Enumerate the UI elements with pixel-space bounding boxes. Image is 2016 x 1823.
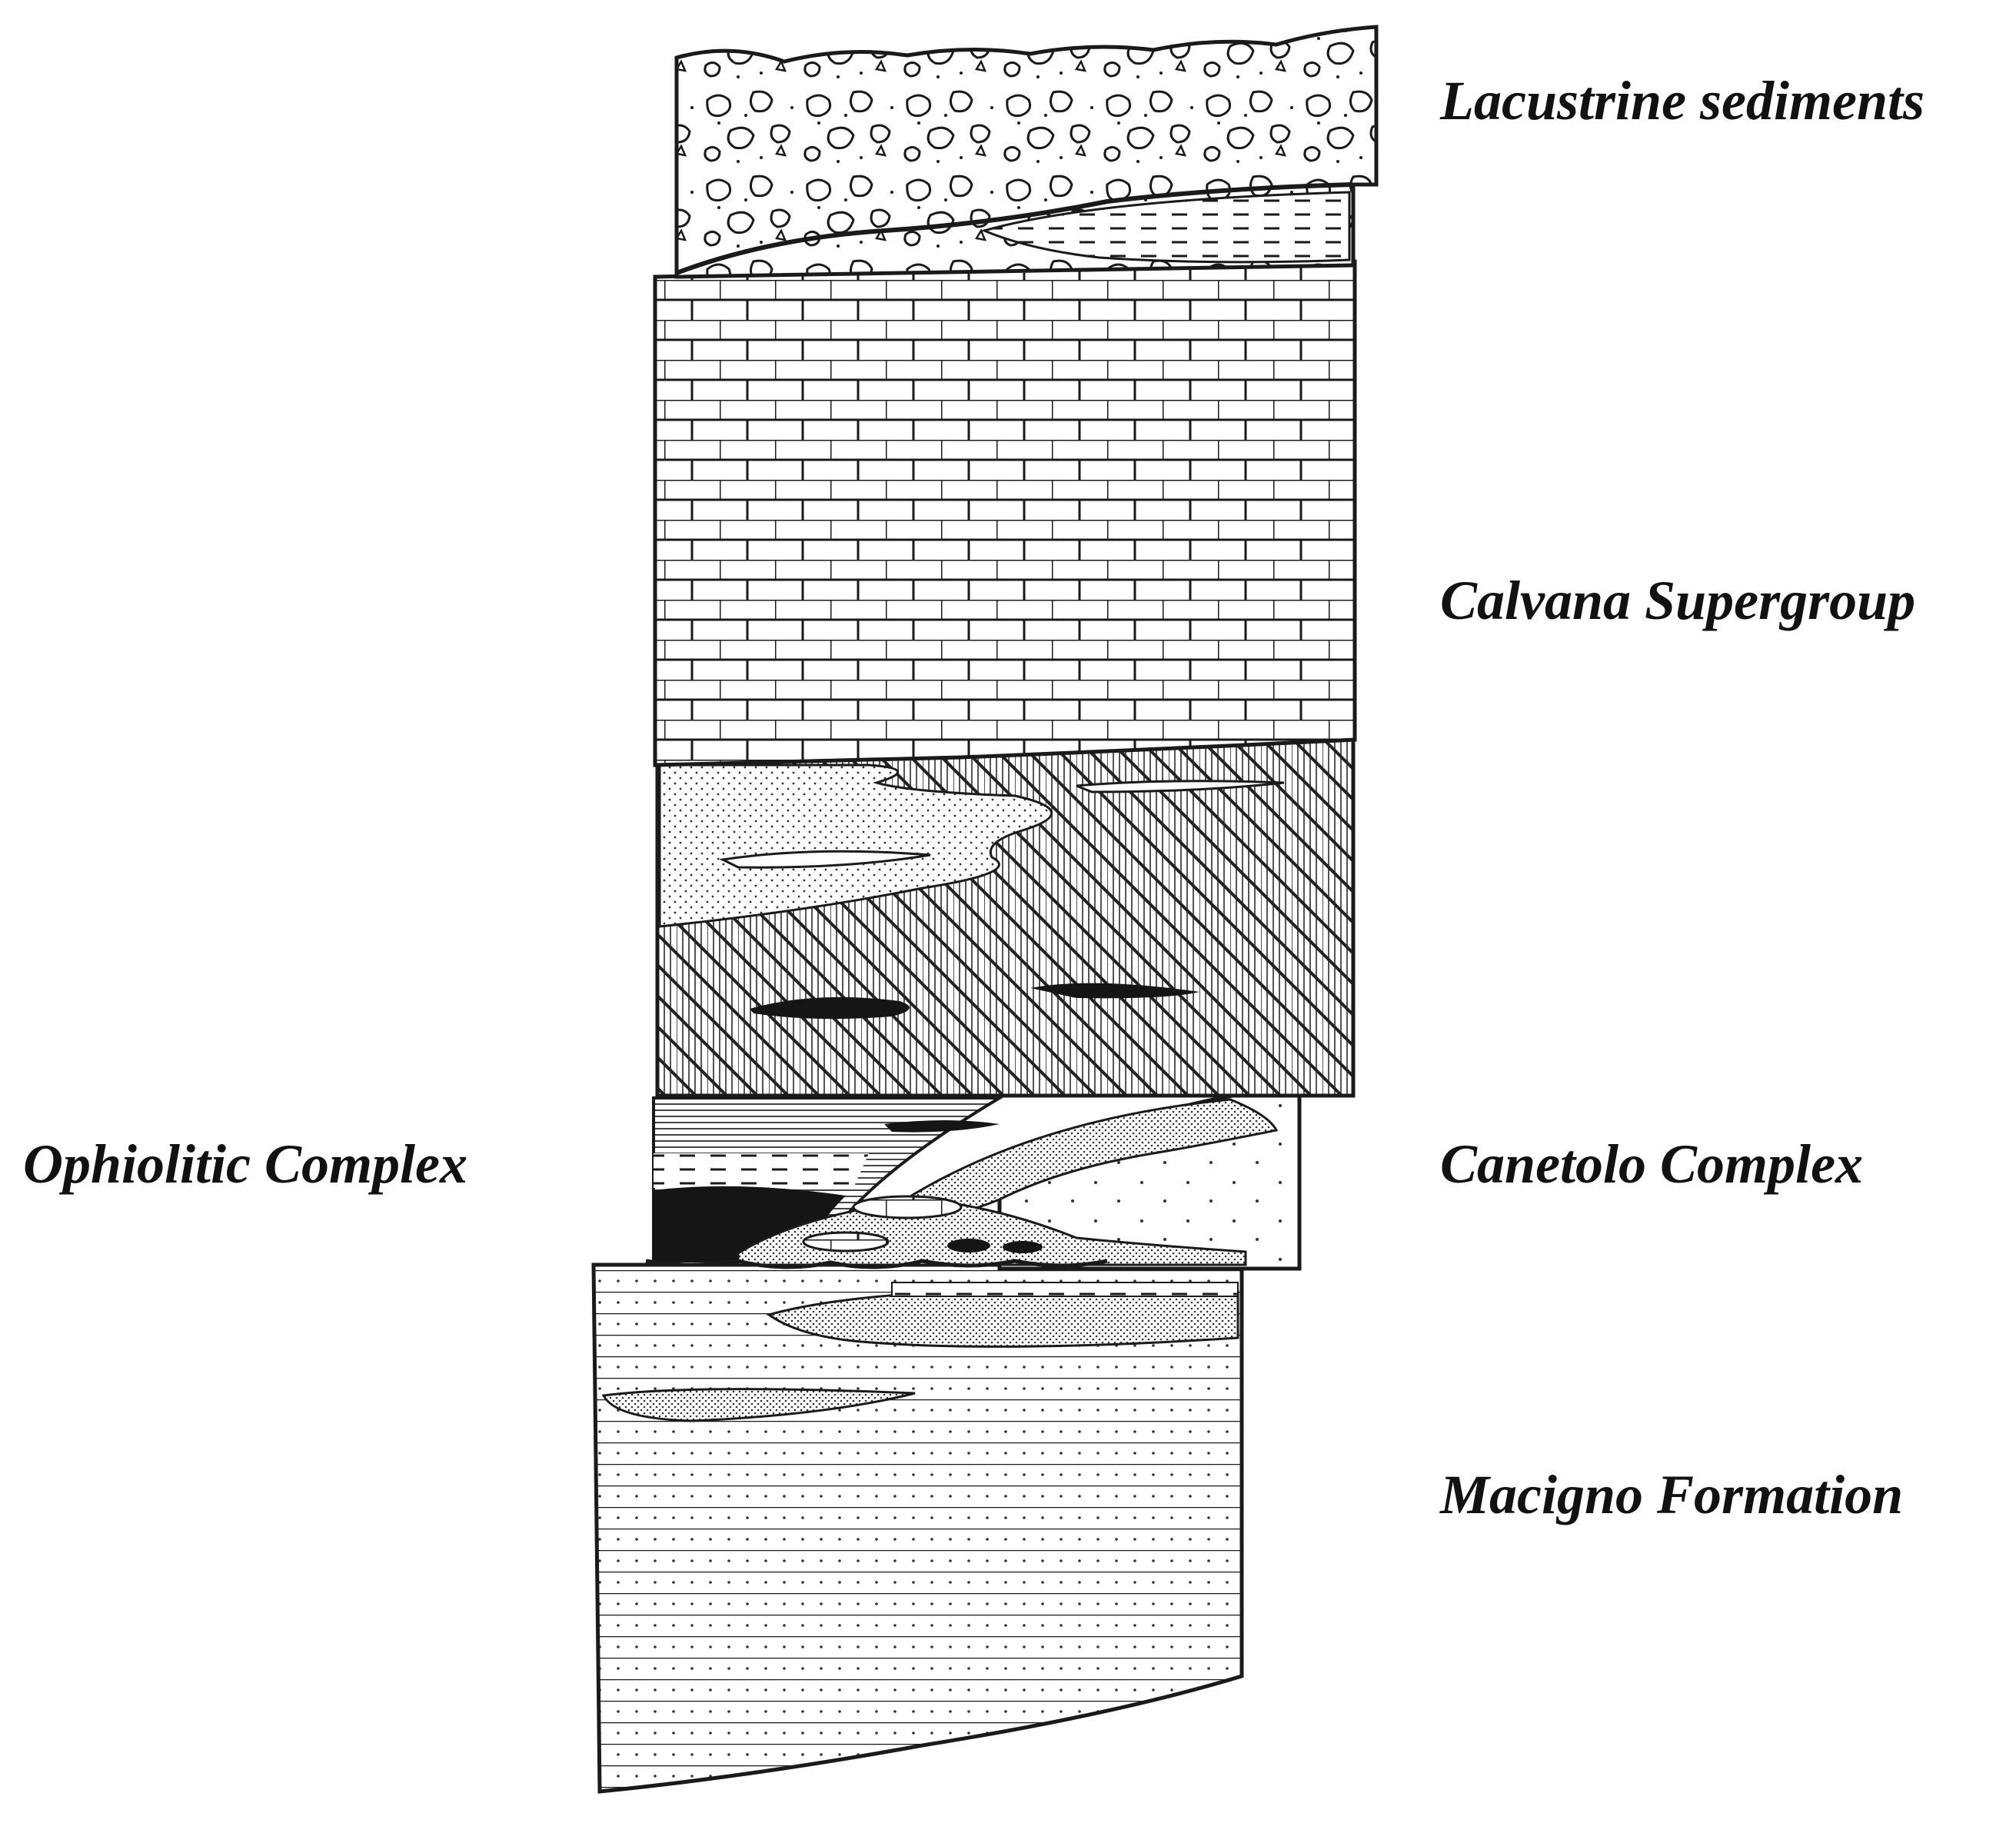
label-macigno-formation: Macigno Formation (1440, 1464, 1904, 1525)
ophiolitic-block (645, 1096, 1247, 1269)
calvana-lower-block (655, 736, 1356, 1098)
label-canetolo-complex: Canetolo Complex (1440, 1133, 1864, 1195)
macigno-block (591, 1262, 1244, 1794)
lacustrine-block (674, 25, 1379, 279)
label-lacustrine-sediments: Lacustrine sediments (1440, 70, 1925, 131)
label-calvana-supergroup: Calvana Supergroup (1440, 570, 1916, 631)
label-ophiolitic-complex: Ophiolitic Complex (23, 1133, 468, 1195)
calvana-limestone (653, 259, 1357, 767)
